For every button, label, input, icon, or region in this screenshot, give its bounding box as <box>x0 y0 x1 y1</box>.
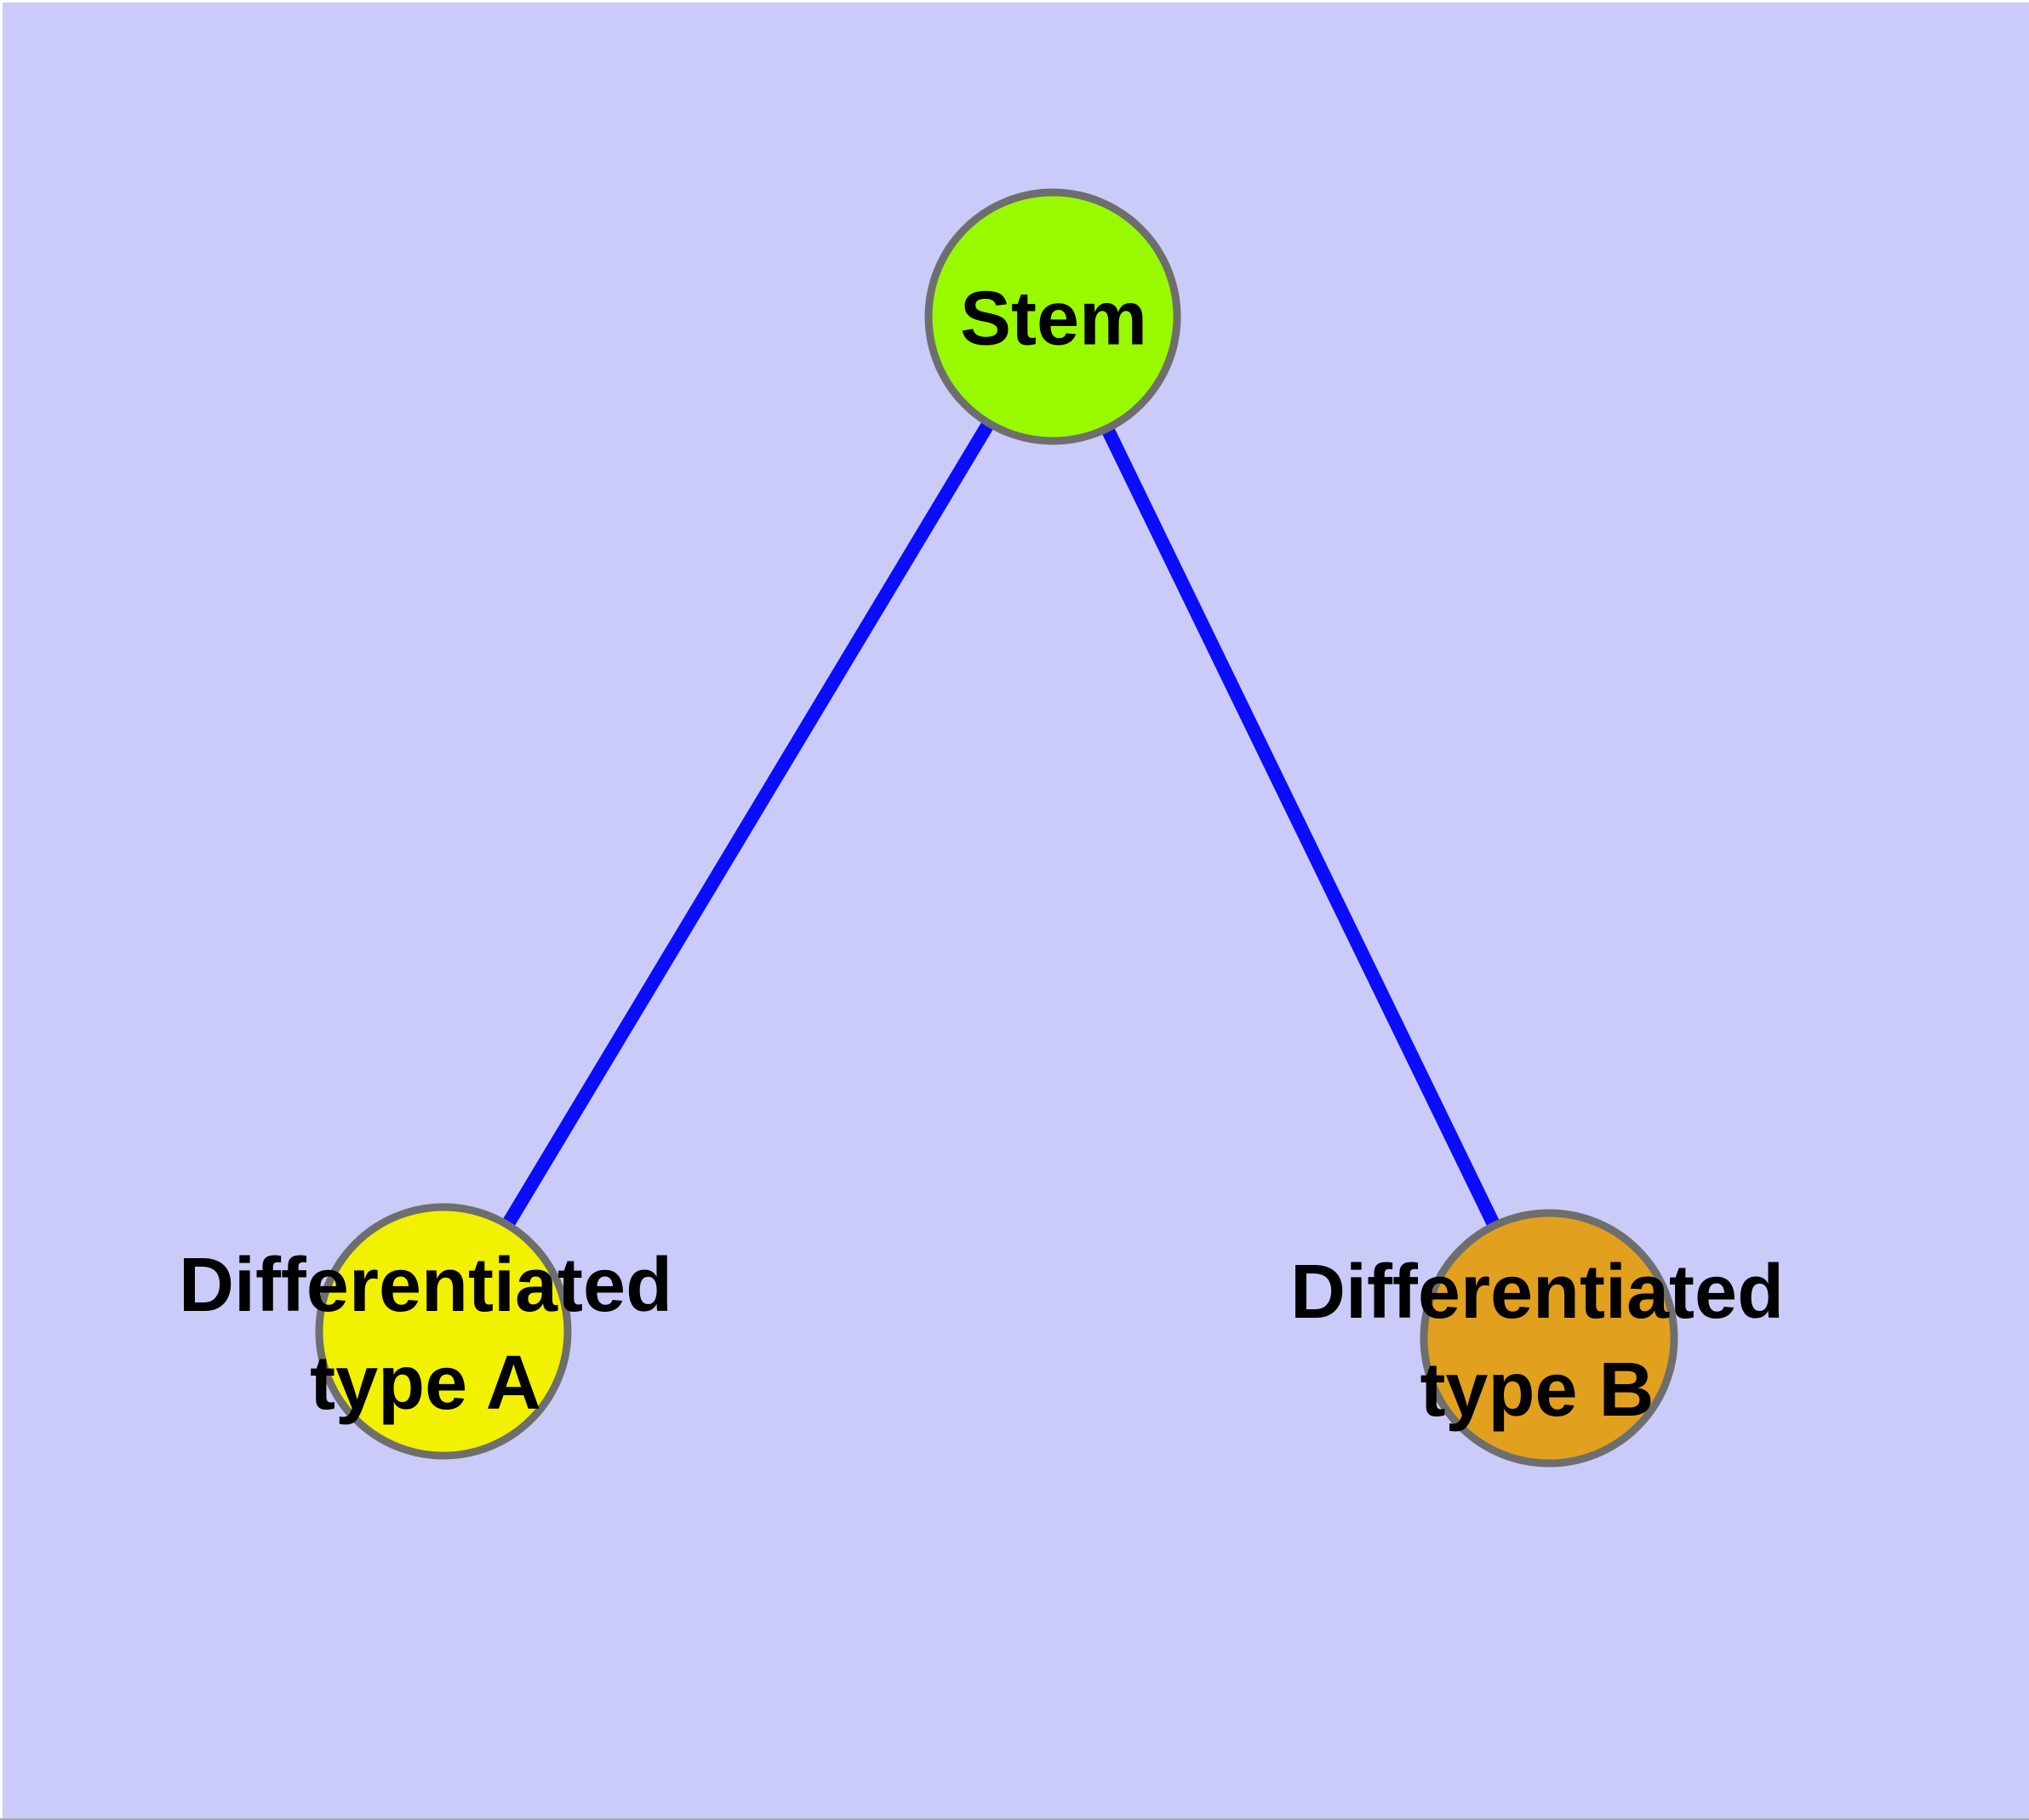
edge-stem-to-differentiated-type-b <box>1046 313 1556 1342</box>
window-edge-line <box>0 1818 2029 1820</box>
edge-stem-to-differentiated-type-a <box>437 312 1059 1336</box>
node-stem <box>924 188 1181 445</box>
node-differentiated-type-a <box>315 1203 572 1460</box>
node-differentiated-type-b <box>1420 1209 1678 1468</box>
